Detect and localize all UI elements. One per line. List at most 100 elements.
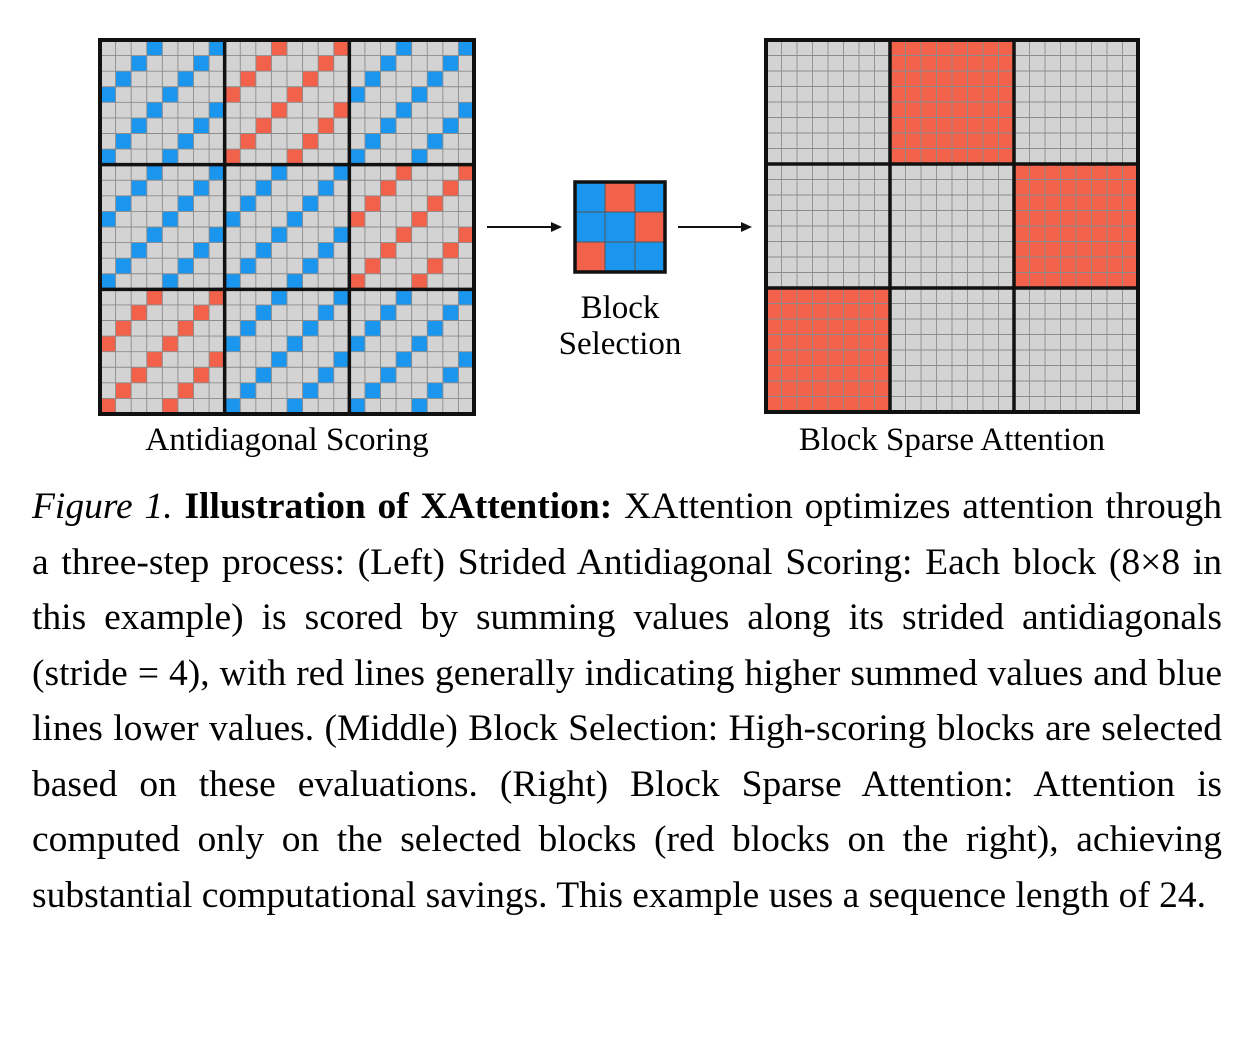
grid-cell [162, 273, 179, 290]
grid-cell [458, 40, 475, 56]
grid-cell [859, 303, 875, 320]
grid-cell [874, 319, 891, 335]
grid-cell [843, 319, 860, 335]
grid-cell [766, 319, 782, 335]
grid-cell [162, 211, 179, 228]
grid-border [98, 38, 476, 416]
grid-cell [302, 258, 319, 275]
grid-cell [1107, 241, 1123, 258]
grid-cell [100, 336, 116, 352]
grid-cell [396, 164, 412, 181]
grid-cell [380, 117, 397, 134]
grid-cell [1060, 226, 1077, 242]
grid-cell [967, 133, 984, 149]
grid-cell [349, 398, 366, 415]
figure-caption: Figure 1. Illustration of XAttention: XA… [32, 479, 1222, 923]
grid-cell [812, 288, 829, 304]
grid-cell [843, 288, 860, 304]
grid-cell [1029, 210, 1046, 227]
grid-cell [131, 304, 148, 321]
grid-cell [828, 288, 844, 304]
grid-cell [1091, 272, 1108, 289]
grid-cell [952, 133, 968, 149]
grid-cell [1107, 179, 1123, 196]
grid-cell [812, 365, 829, 382]
grid-cell [115, 195, 132, 212]
grid-cell [843, 334, 860, 351]
grid-cell [287, 149, 303, 165]
grid-cell [271, 102, 288, 119]
grid-cell [998, 55, 1015, 72]
grid-cell [193, 180, 210, 197]
grid-cell [224, 149, 241, 165]
grid-cell [1076, 164, 1092, 180]
grid-cell [318, 117, 335, 134]
block-selection-grid [573, 180, 667, 274]
grid-cell [874, 396, 891, 413]
grid-cell [240, 382, 257, 399]
grid-cell [1107, 195, 1123, 211]
grid-cell [921, 133, 937, 149]
grid-cell [797, 334, 813, 351]
grid-cell [255, 180, 272, 197]
grid-cell [983, 55, 999, 72]
grid-cell [952, 117, 968, 134]
grid-cell [781, 334, 798, 351]
grid-cell [1107, 272, 1123, 289]
grid-cell [209, 227, 225, 243]
grid-cell [1076, 241, 1092, 258]
grid-cell [146, 102, 163, 119]
grid-cell [812, 381, 829, 397]
grid-cell [874, 365, 891, 382]
grid-cell [1060, 257, 1077, 273]
grid-cell [905, 117, 922, 134]
grid-cell [458, 227, 475, 243]
grid-cell [781, 319, 798, 335]
grid-cell [396, 351, 412, 368]
grid-cell [364, 71, 381, 88]
grid-cell [411, 273, 428, 290]
selection-cell [635, 212, 665, 242]
grid-cell [287, 273, 303, 290]
grid-cell [287, 398, 303, 415]
grid-cell [115, 382, 132, 399]
grid-cell [1060, 272, 1077, 289]
grid-cell [115, 71, 132, 88]
grid-cell [952, 86, 968, 103]
grid-cell [812, 319, 829, 335]
antidiagonal-scoring-grid [98, 38, 476, 416]
grid-cell [967, 71, 984, 87]
grid-cell [1014, 164, 1030, 180]
grid-cell [240, 258, 257, 275]
grid-cell [1060, 179, 1077, 196]
grid-cell [1122, 272, 1139, 289]
grid-cell [781, 350, 798, 366]
grid-cell [1076, 179, 1092, 196]
grid-cell [224, 336, 241, 352]
grid-cell [1045, 210, 1061, 227]
grid-cell [146, 227, 163, 243]
grid-cell [967, 148, 984, 165]
grid-cell [1122, 226, 1139, 242]
arrow-right-icon [678, 222, 752, 232]
grid-cell [890, 55, 906, 72]
grid-border [764, 38, 1140, 414]
grid-cell [998, 86, 1015, 103]
grid-cell [333, 351, 350, 368]
caption-figure-number: Figure 1. [32, 486, 173, 527]
grid-cell [255, 304, 272, 321]
grid-cell [781, 365, 798, 382]
grid-cell [1029, 164, 1046, 180]
grid-cell [1060, 210, 1077, 227]
grid-cell [1107, 226, 1123, 242]
grid-cell [1029, 241, 1046, 258]
grid-cell [828, 319, 844, 335]
grid-cell [427, 133, 444, 150]
grid-cell [224, 86, 241, 103]
grid-cell [812, 396, 829, 413]
grid-cell [224, 273, 241, 290]
grid-cell [100, 149, 116, 165]
selection-cell [575, 212, 605, 242]
grid-cell [998, 40, 1015, 56]
figure-illustration: Antidiagonal Scoring Block Selection Blo… [0, 0, 1238, 470]
